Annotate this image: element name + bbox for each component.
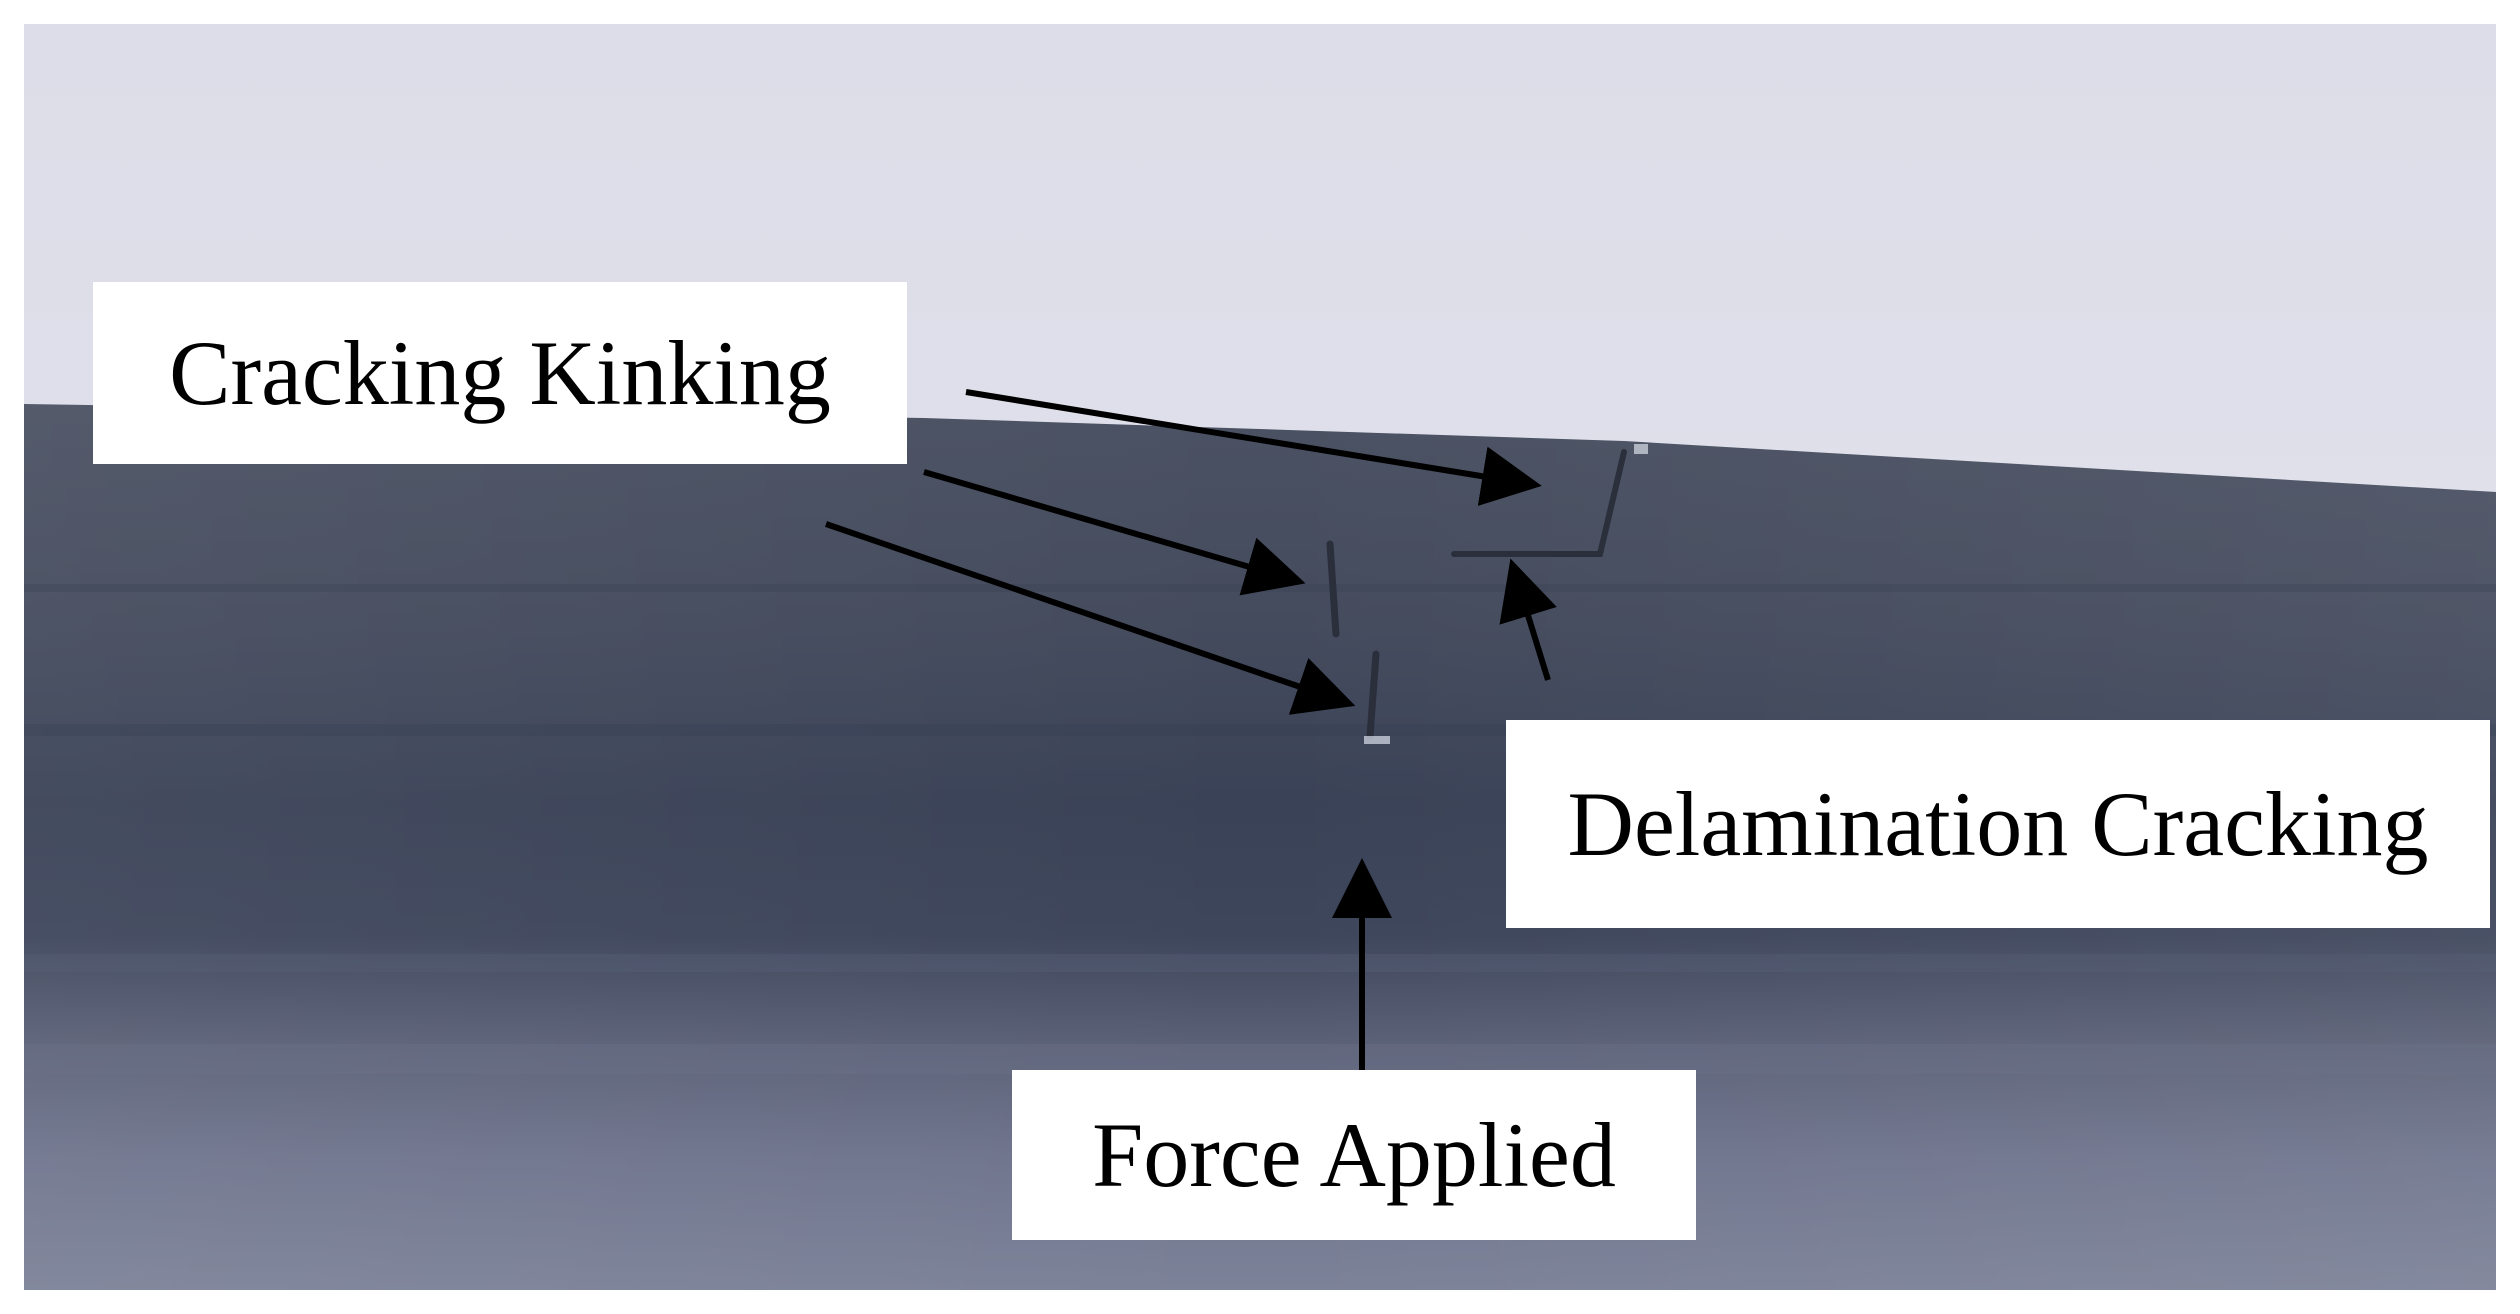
arrow-kinking-3 (825, 521, 1356, 715)
specimen-photo (24, 24, 2496, 1290)
label-force-applied: Force Applied (1012, 1070, 1696, 1240)
crack-marks (1326, 449, 1627, 740)
arrow-delamination (1499, 558, 1557, 681)
label-delamination-cracking: Delamination Cracking (1506, 720, 2490, 928)
arrow-kinking-1 (965, 389, 1542, 506)
label-cracking-kinking: Cracking Kinking (93, 282, 907, 464)
arrow-kinking-2 (923, 469, 1306, 596)
